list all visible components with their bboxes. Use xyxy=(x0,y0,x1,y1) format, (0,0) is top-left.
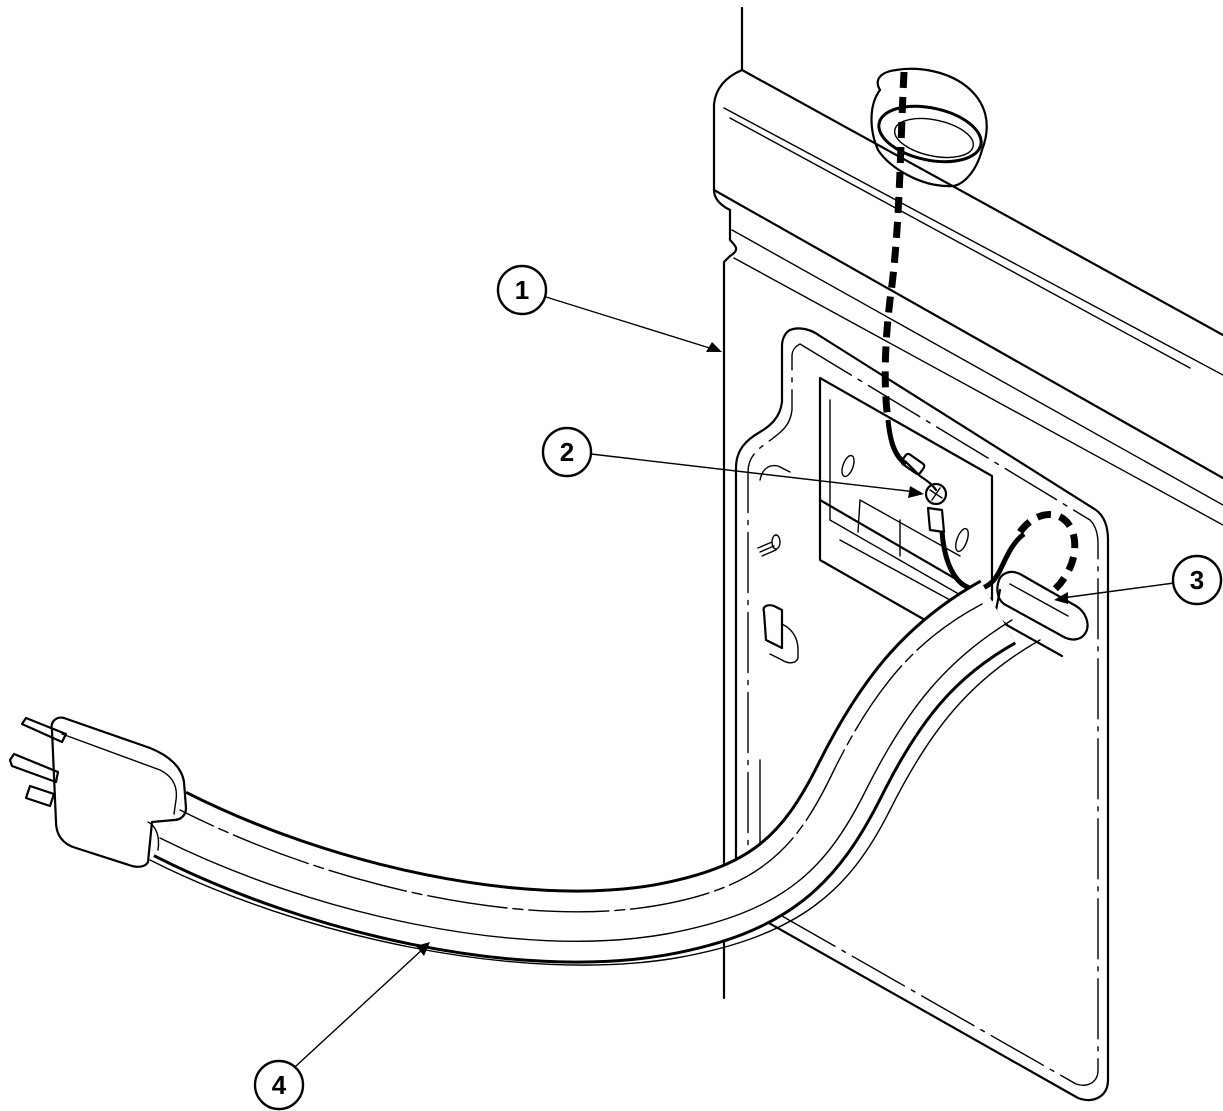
leader-1 xyxy=(545,296,717,351)
top-cap xyxy=(870,67,988,188)
internal-wire-loop xyxy=(1017,511,1079,595)
ground-terminal xyxy=(900,452,1026,592)
arrowhead-3 xyxy=(1054,592,1068,604)
ground-wire xyxy=(881,71,908,467)
cabinet xyxy=(712,6,1223,1000)
callout-1-label: 1 xyxy=(515,275,529,305)
callout-3-label: 3 xyxy=(1190,565,1204,595)
panel-screw xyxy=(757,534,781,557)
callout-4-label: 4 xyxy=(272,1070,287,1100)
callout-1: 1 xyxy=(496,264,548,316)
callout-2-label: 2 xyxy=(560,437,574,467)
panel-clip xyxy=(762,604,799,664)
callout-4: 4 xyxy=(253,1059,305,1111)
leader-2 xyxy=(590,453,917,493)
plug xyxy=(8,716,188,868)
arrowhead-4 xyxy=(416,942,430,956)
leader-4 xyxy=(295,947,425,1067)
arrowhead-1 xyxy=(706,342,722,352)
junction-box xyxy=(818,376,994,642)
power-cord xyxy=(149,579,1041,966)
leader-3 xyxy=(1061,582,1175,599)
callout-3: 3 xyxy=(1171,554,1223,606)
callout-2: 2 xyxy=(541,426,593,478)
arrowhead-2 xyxy=(908,486,924,498)
leader-lines xyxy=(295,296,1175,1067)
